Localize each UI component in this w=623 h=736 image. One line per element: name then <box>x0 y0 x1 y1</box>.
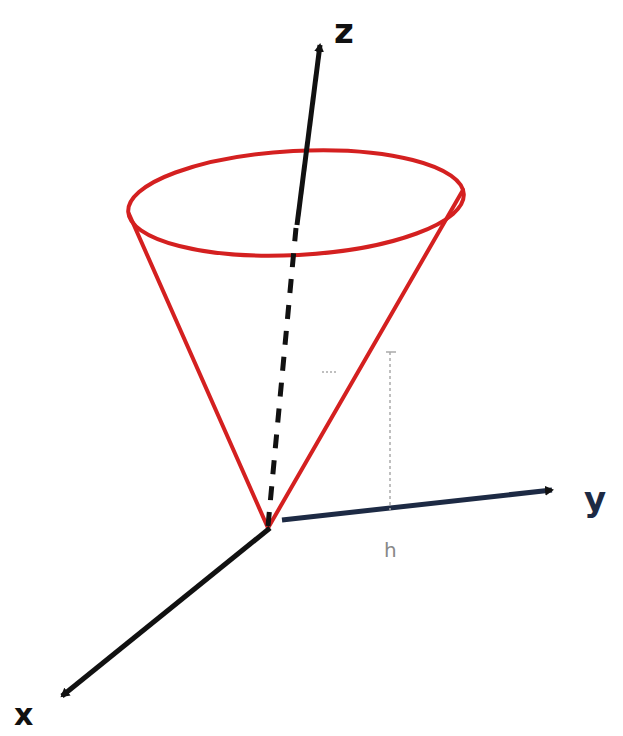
axis-label: z <box>334 14 354 48</box>
x-axis <box>62 528 270 696</box>
z-axis <box>297 45 320 225</box>
height-label: h <box>384 540 397 560</box>
axis-label: y <box>584 482 606 516</box>
y-axis <box>282 490 552 520</box>
z-axis-hidden <box>268 228 296 526</box>
axis-label: x <box>14 700 33 730</box>
cone-outline <box>126 142 467 528</box>
height-line <box>322 352 396 510</box>
